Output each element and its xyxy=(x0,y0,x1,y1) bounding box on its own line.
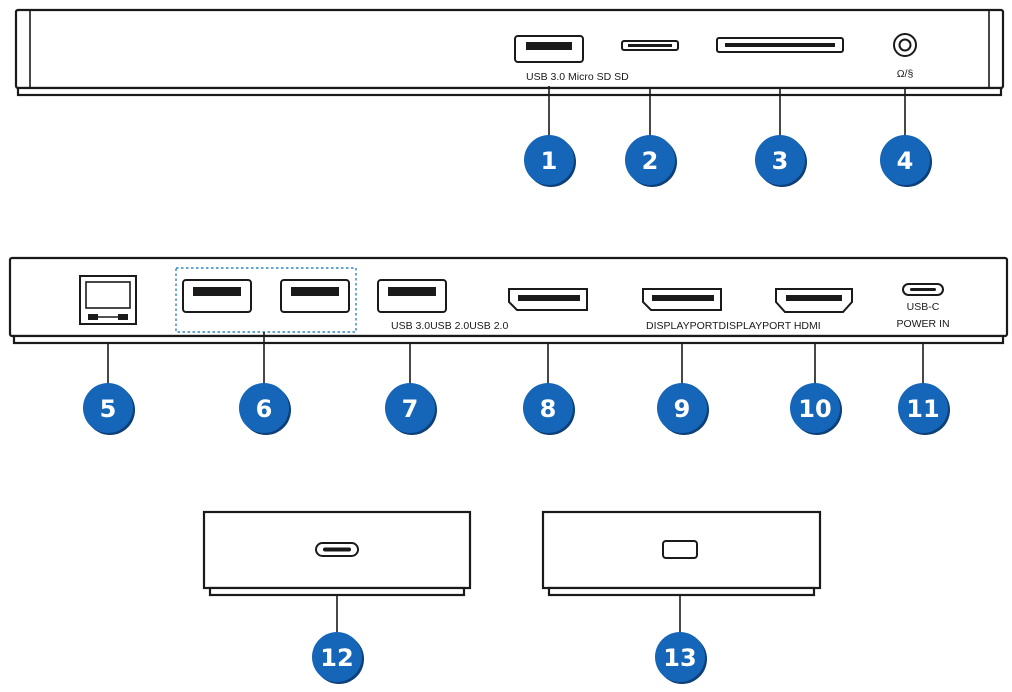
callout-badge: 13 xyxy=(655,632,707,684)
svg-text:3: 3 xyxy=(772,147,789,175)
callout-badge: 1 xyxy=(524,135,576,187)
svg-text:12: 12 xyxy=(320,644,353,672)
callout-badge: 9 xyxy=(657,383,709,435)
display-port-labels: DISPLAYPORTDISPLAYPORT HDMI xyxy=(646,320,821,332)
square-port-icon xyxy=(662,540,698,559)
svg-text:6: 6 xyxy=(256,395,273,423)
callout-badge: 5 xyxy=(83,383,135,435)
callout-badge: 3 xyxy=(755,135,807,187)
audio-jack-icon xyxy=(893,33,917,57)
callout-badge: 8 xyxy=(523,383,575,435)
callout-badge: 6 xyxy=(239,383,291,435)
rear-usb-labels: USB 3.0USB 2.0USB 2.0 xyxy=(391,320,508,332)
svg-text:2: 2 xyxy=(642,147,659,175)
svg-text:4: 4 xyxy=(897,147,914,175)
audio-jack-label: Ω/§ xyxy=(897,68,914,80)
callout-badge: 4 xyxy=(880,135,932,187)
svg-text:5: 5 xyxy=(100,395,117,423)
svg-text:7: 7 xyxy=(402,395,419,423)
displayport-icon xyxy=(508,288,588,311)
svg-text:1: 1 xyxy=(541,147,558,175)
left-side-panel xyxy=(202,510,472,632)
hdmi-port-icon xyxy=(775,288,853,313)
front-port-labels: USB 3.0 Micro SD SD xyxy=(526,71,629,83)
usb-c-port-icon xyxy=(902,283,944,296)
usb-2-group-outline xyxy=(175,267,357,333)
front-panel: Ω/§ USB 3.0 Micro SD SD xyxy=(14,8,1005,140)
callout-badge: 7 xyxy=(385,383,437,435)
svg-text:9: 9 xyxy=(674,395,691,423)
usb-c-label: USB-C xyxy=(907,301,940,313)
rear-panel: USB 3.0USB 2.0USB 2.0 DISPLAYPORTDISPLAY… xyxy=(8,256,1009,384)
usb-c-port-icon xyxy=(315,542,359,557)
callout-badge: 2 xyxy=(625,135,677,187)
callout-badge: 12 xyxy=(312,632,364,684)
callout-badge: 10 xyxy=(790,383,842,435)
svg-text:13: 13 xyxy=(663,644,696,672)
callout-badge: 11 xyxy=(898,383,950,435)
displayport-icon xyxy=(642,288,722,311)
svg-text:8: 8 xyxy=(540,395,557,423)
svg-text:11: 11 xyxy=(906,395,939,423)
svg-text:10: 10 xyxy=(798,395,831,423)
ethernet-port-icon xyxy=(79,275,137,325)
right-side-panel xyxy=(541,510,822,632)
usb-c-label: POWER IN xyxy=(896,318,949,330)
